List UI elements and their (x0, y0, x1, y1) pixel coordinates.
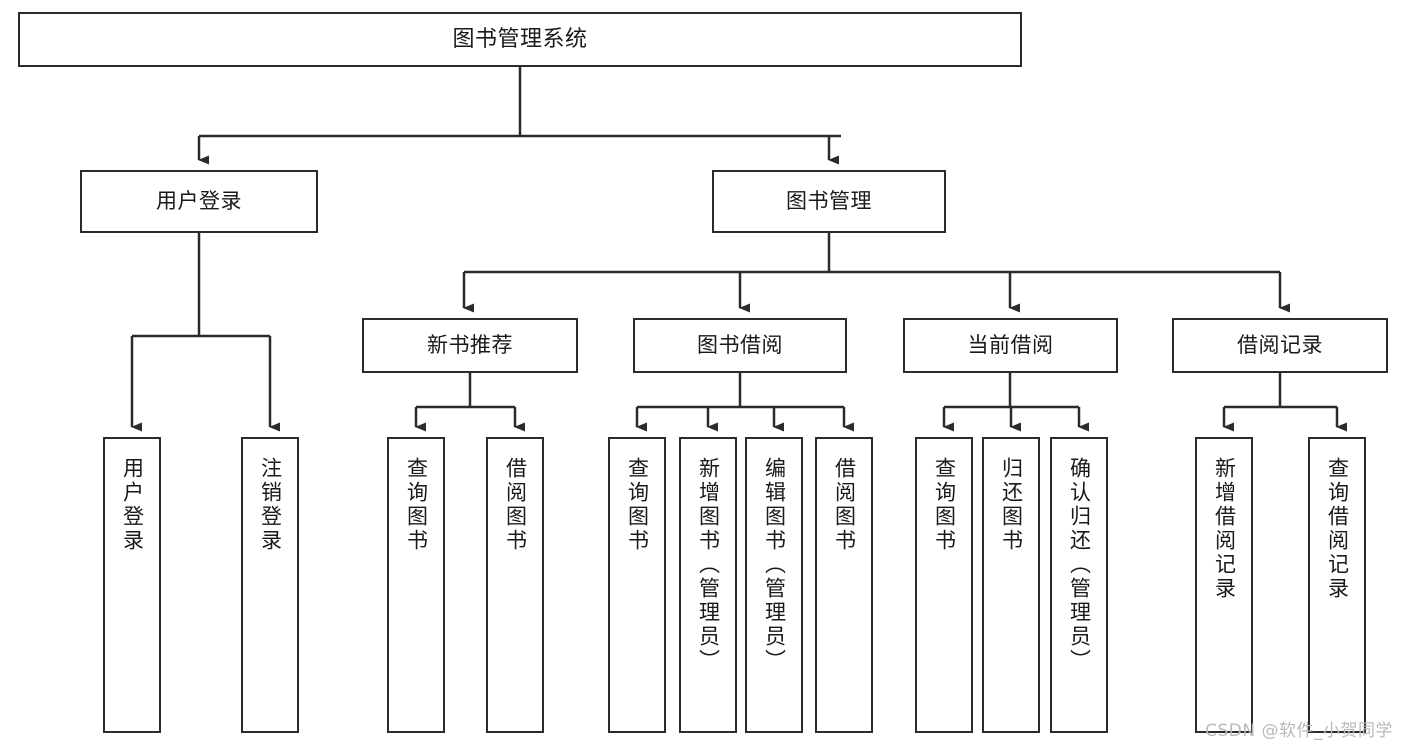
node-leaf-edit-book[interactable]: 编辑图书（管理员） (745, 437, 803, 733)
edge-group-borrow-record (1222, 373, 1347, 432)
node-leaf-user-login[interactable]: 用户登录 (103, 437, 161, 733)
node-label: 查询借阅记录 (1325, 457, 1350, 601)
node-leaf-add-book[interactable]: 新增图书（管理员） (679, 437, 737, 733)
node-leaf-borrow-book-2[interactable]: 借阅图书 (815, 437, 873, 733)
edge-group-current-borrow (942, 373, 1089, 432)
node-leaf-logout[interactable]: 注销登录 (241, 437, 299, 733)
node-leaf-borrow-book-1[interactable]: 借阅图书 (486, 437, 544, 733)
node-leaf-query-book-1[interactable]: 查询图书 (387, 437, 445, 733)
node-new-book-recommend[interactable]: 新书推荐 (362, 318, 578, 373)
node-label: 新增借阅记录 (1212, 457, 1237, 601)
node-label: 当前借阅 (967, 333, 1054, 358)
node-leaf-query-book-2[interactable]: 查询图书 (608, 437, 666, 733)
node-label: 注销登录 (258, 457, 283, 553)
node-label: 查询图书 (625, 457, 650, 553)
node-label: 确认归还（管理员） (1067, 457, 1092, 673)
node-leaf-query-borrow-record[interactable]: 查询借阅记录 (1308, 437, 1366, 733)
node-label: 图书管理系统 (452, 26, 588, 52)
node-label: 图书借阅 (697, 333, 783, 358)
node-user-login[interactable]: 用户登录 (80, 170, 318, 233)
edge-group-book-borrow (635, 373, 854, 432)
node-leaf-return-book[interactable]: 归还图书 (982, 437, 1040, 733)
node-leaf-confirm-return[interactable]: 确认归还（管理员） (1050, 437, 1108, 733)
node-label: 借阅图书 (832, 457, 857, 553)
node-label: 编辑图书（管理员） (762, 457, 787, 673)
edge-group-root (197, 67, 841, 165)
node-root-system[interactable]: 图书管理系统 (18, 12, 1022, 67)
node-book-manage[interactable]: 图书管理 (712, 170, 946, 233)
node-current-borrow[interactable]: 当前借阅 (903, 318, 1118, 373)
node-label: 查询图书 (404, 457, 429, 553)
node-borrow-record[interactable]: 借阅记录 (1172, 318, 1388, 373)
node-label: 借阅记录 (1237, 333, 1323, 358)
csdn-watermark: CSDN @软件_小贺同学 (1205, 721, 1393, 741)
node-label: 借阅图书 (503, 457, 528, 553)
node-leaf-add-borrow-record[interactable]: 新增借阅记录 (1195, 437, 1253, 733)
node-label: 新增图书（管理员） (696, 457, 721, 673)
node-label: 查询图书 (932, 457, 957, 553)
node-label: 新书推荐 (427, 333, 513, 358)
edge-group-book-manage (462, 233, 1290, 313)
node-label: 图书管理 (786, 189, 872, 214)
edge-group-new-book-rec (414, 373, 525, 432)
node-label: 用户登录 (120, 457, 145, 553)
node-leaf-query-book-3[interactable]: 查询图书 (915, 437, 973, 733)
node-book-borrow[interactable]: 图书借阅 (633, 318, 847, 373)
node-label: 用户登录 (156, 189, 242, 214)
node-label: 归还图书 (999, 457, 1024, 553)
edge-group-user-login (130, 233, 280, 432)
